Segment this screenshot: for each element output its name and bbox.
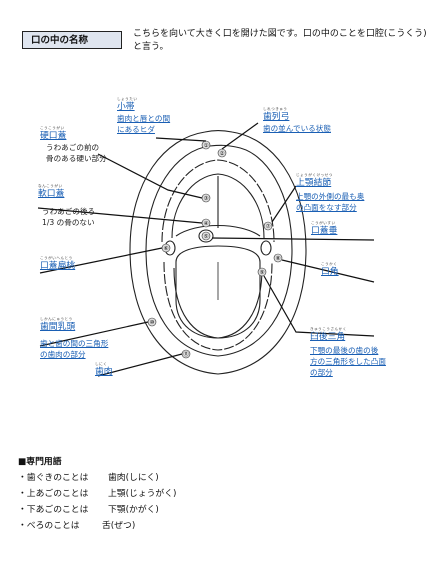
label-kougaihentou: こうがいへんとう 口蓋扁桃 [40,256,76,271]
label-shikannyuto: しかんにゅうとう 歯間乳頭 歯と歯の間の三角形 の歯肉の部分 [40,317,109,359]
marker-4: ④ [204,221,209,227]
marker-6: ⑥ [164,246,169,252]
marker-11: ⑪ [183,350,189,358]
soft-palate [175,224,261,237]
label-koukaku: こうかく 口角 [321,262,339,277]
term-row: ・上あごのことは上顎(じょうがく) [18,489,177,499]
upper-teeth-arch [157,154,279,241]
intro-text: こちらを向いて大きく口を開けた図です。口の中のことを口腔(こうくう)と言う。 [133,29,427,52]
marker-9: ⑨ [260,269,265,276]
marker-8: ⑧ [276,256,281,262]
terminology-heading: ■専門用語 [18,457,62,467]
tongue [175,245,261,339]
label-nankougai: なんこうがい 軟口蓋 うわあごの後ろ 1/3 の骨のない [38,184,96,227]
page-title: 口の中の名称 [22,31,122,49]
label-kougaisui: こうがいすい 口蓋垂 [311,221,338,236]
term-row: ・べろのことは舌(ぜつ) [18,521,136,531]
marker-3: ③ [204,196,209,202]
lower-teeth-arch [163,261,273,351]
label-koukougai: こうこうがい 硬口蓋 うわあごの前の 骨のある硬い部分 [40,126,107,163]
marker-2: ② [220,150,225,157]
marker-7: ⑦ [266,223,271,230]
label-shotai: しょうたい 小帯 歯肉と唇との間 にあるヒダ [117,97,171,134]
label-jogakukessetsu: じょうがくけっせつ 上顎結節 上顎の外側の最も奥 の凸面をなす部分 [296,173,365,212]
mouth-opening [145,144,293,357]
marker-5: ⑤ [204,234,209,240]
term-row: ・下あごのことは下顎(かがく) [18,505,159,515]
terminology-section: ■専門用語 ・歯ぐきのことは歯肉(しにく) ・上あごのことは上顎(じょうがく) … [18,454,176,534]
lips-outline [129,129,307,375]
marker-10: ⑩ [150,319,155,326]
label-shiniku: しにく 歯肉 [95,362,113,377]
uvula [198,229,214,243]
label-shiretsukyu: しれつきゅう 歯列弓 歯の並んでいる状態 [263,107,331,133]
marker-1: ① [204,143,209,149]
term-row: ・歯ぐきのことは歯肉(しにく) [18,473,159,483]
label-kyukousankaku: きゅうこうさんかく 臼後三角 下顎の最後の歯の後 方の三角形をした凸面 の部分 [310,327,386,377]
